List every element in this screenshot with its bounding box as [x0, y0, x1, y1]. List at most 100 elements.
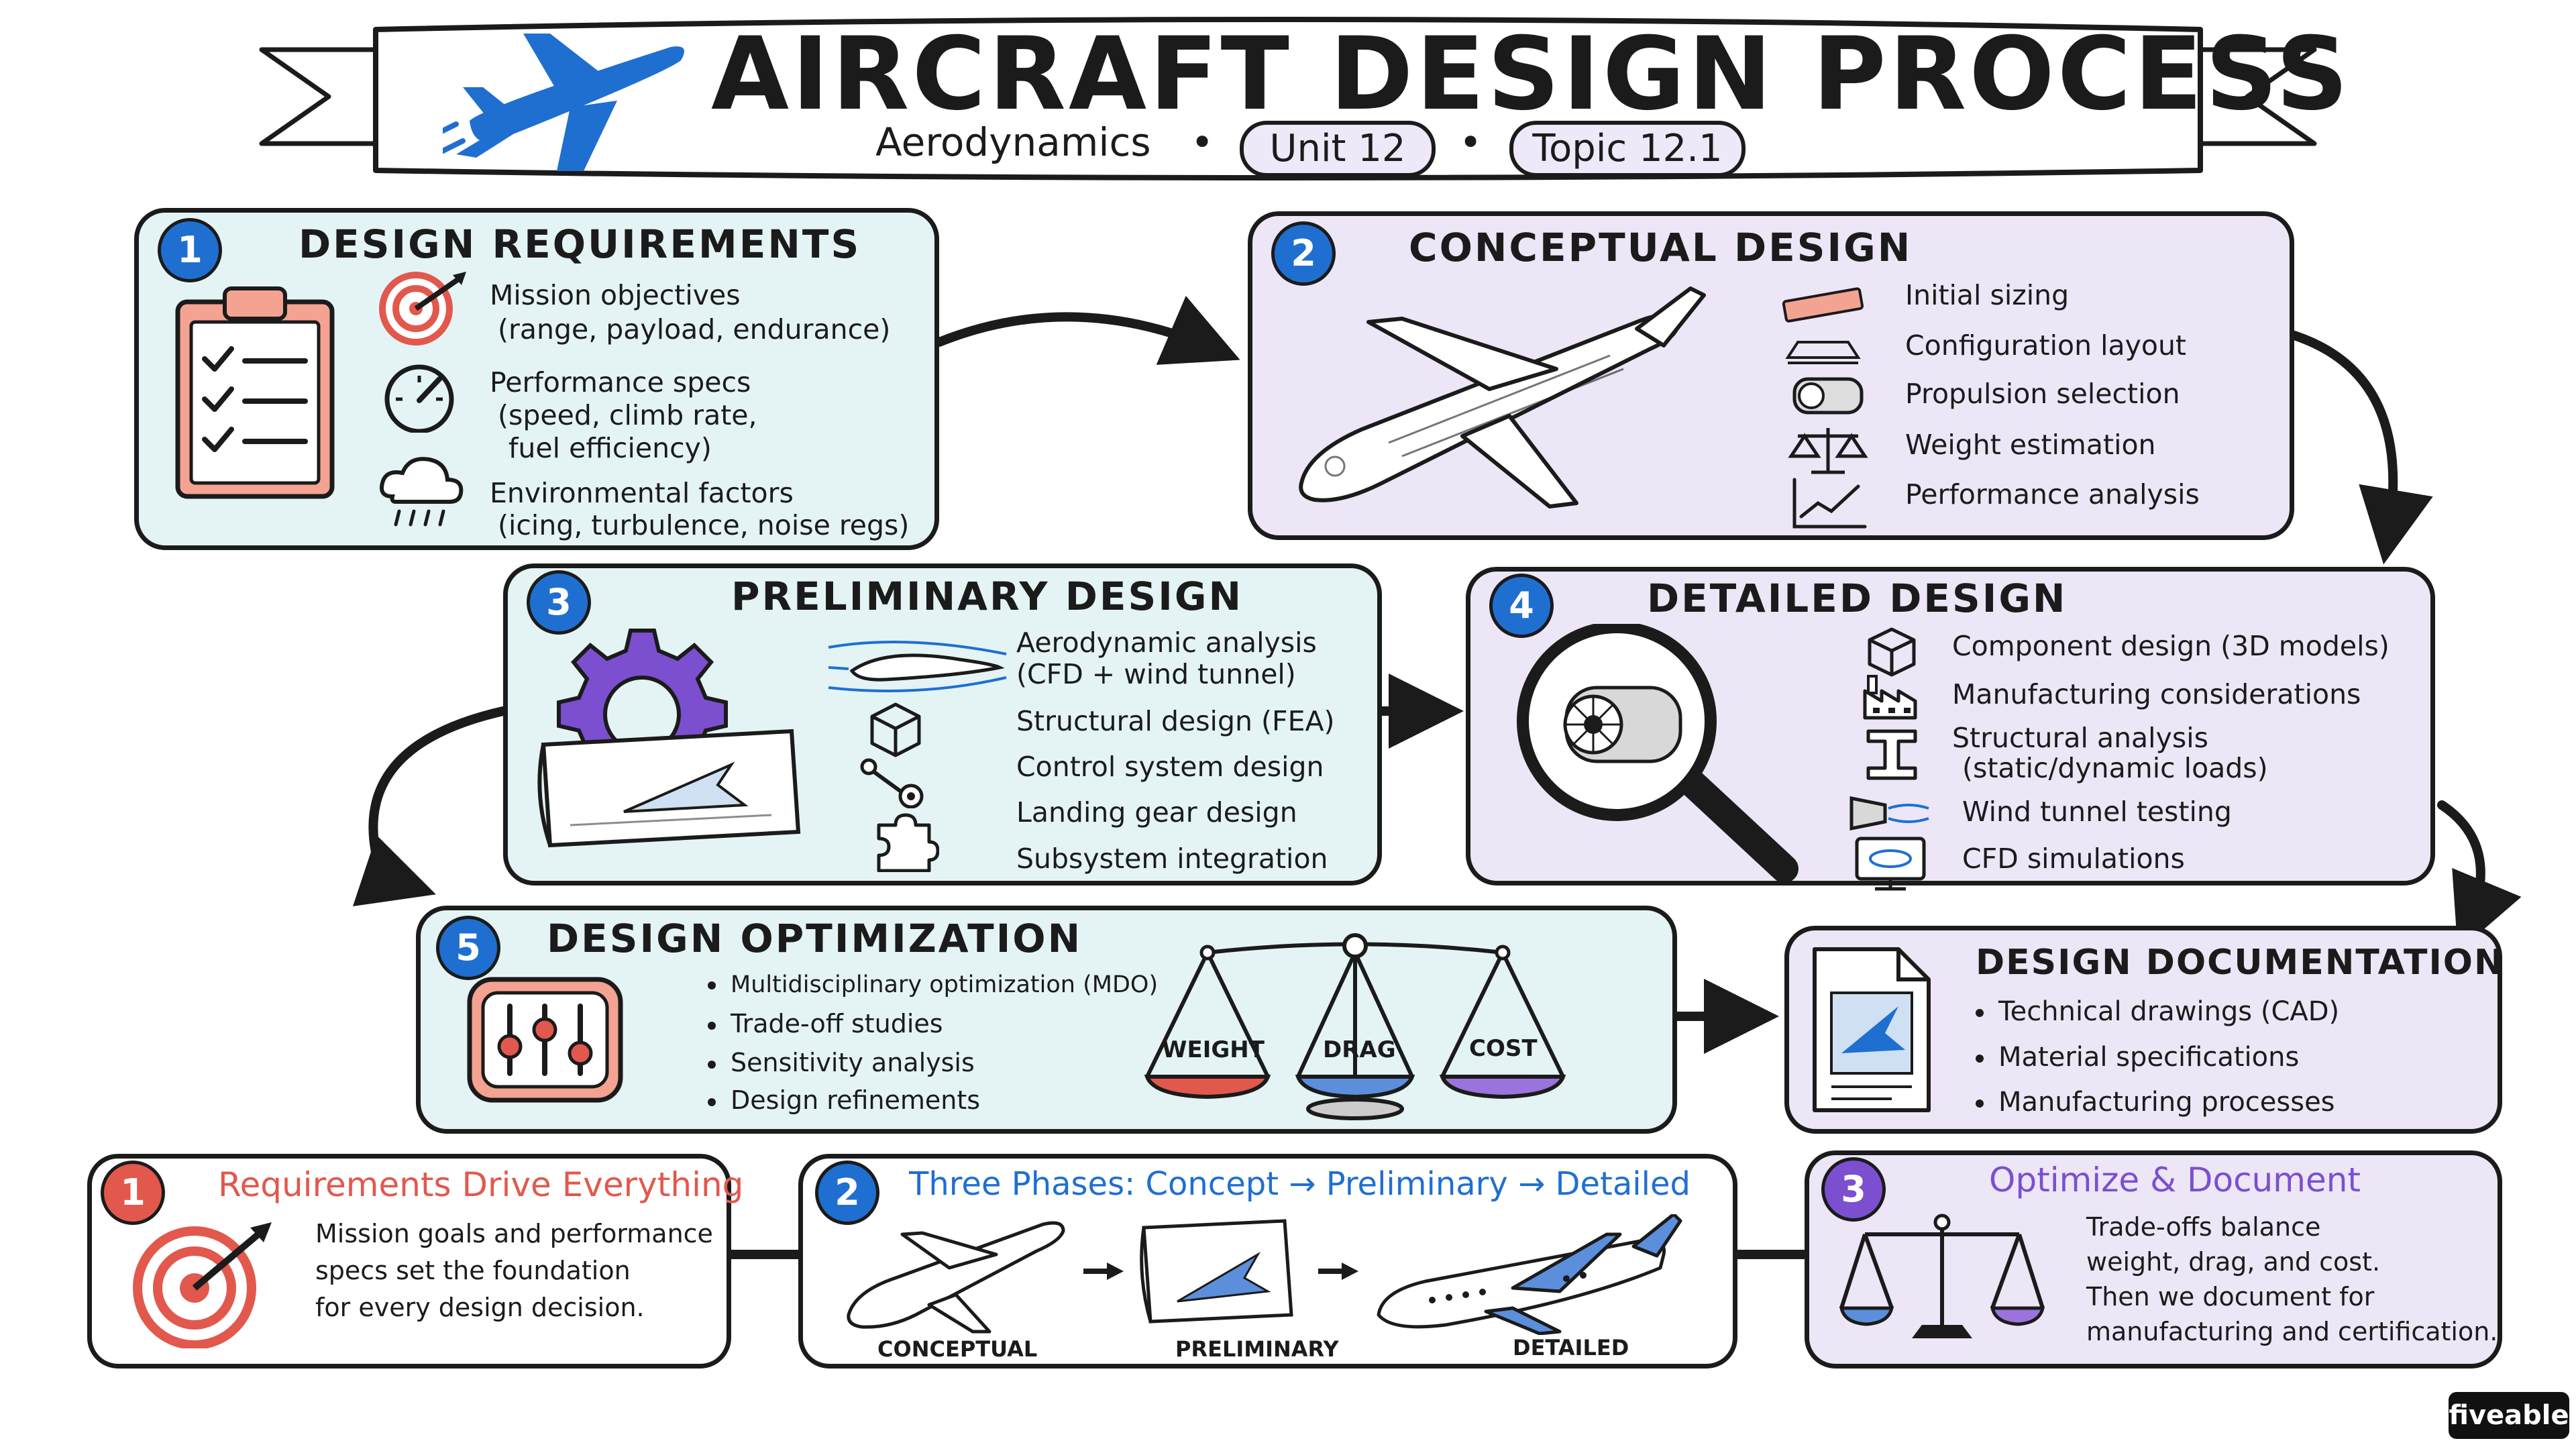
- ruler-icon: [1782, 287, 1864, 323]
- monitor-cfd-icon: [1855, 837, 1926, 891]
- three-phases-illustration: [847, 1214, 1682, 1335]
- cube-3d-icon: [1868, 627, 1916, 677]
- requirement-mission-detail: (range, payload, endurance): [498, 313, 891, 345]
- jet-engine-icon: [1792, 377, 1864, 415]
- takeaway-title: Requirements Drive Everything: [218, 1165, 744, 1204]
- sliders-icon: [467, 977, 623, 1103]
- stage-number-badge: 4: [1489, 574, 1554, 638]
- target-icon: [133, 1222, 272, 1348]
- conceptual-item: Weight estimation: [1905, 429, 2156, 461]
- stage-title: DETAILED DESIGN: [1647, 576, 2068, 621]
- takeaway-text: Trade-offs balance: [2086, 1212, 2321, 1242]
- detailed-item: CFD simulations: [1962, 843, 2185, 875]
- conceptual-item: Propulsion selection: [1905, 378, 2180, 410]
- detailed-item-detail: (static/dynamic loads): [1962, 752, 2268, 784]
- takeaway-text: specs set the foundation: [315, 1256, 631, 1285]
- scale-label-weight: WEIGHT: [1162, 1036, 1265, 1063]
- requirement-environmental-detail: (icing, turbulence, noise regs): [498, 509, 910, 541]
- requirement-performance-detail: (speed, climb rate,: [498, 399, 757, 431]
- takeaway-number-badge: 2: [815, 1161, 879, 1225]
- storm-cloud-icon: [380, 457, 464, 527]
- conceptual-design-card: [1248, 211, 2294, 540]
- preliminary-item: Structural design (FEA): [1016, 705, 1335, 737]
- detailed-item: Manufacturing considerations: [1952, 678, 2361, 710]
- stage-title: DESIGN DOCUMENTATION: [1976, 943, 2505, 983]
- design-optimization-card: [416, 906, 1677, 1134]
- clipboard-checklist-icon: [175, 286, 335, 499]
- wing-layout-icon: [1785, 341, 1861, 364]
- preliminary-item: Subsystem integration: [1016, 843, 1328, 875]
- stage-title: CONCEPTUAL DESIGN: [1409, 225, 1913, 270]
- conceptual-item: Performance analysis: [1905, 478, 2200, 511]
- takeaway-number-badge: 3: [1821, 1157, 1886, 1222]
- subtitle-separator: •: [1191, 119, 1214, 165]
- stage-number-badge: 1: [158, 218, 222, 282]
- wind-tunnel-icon: [1849, 796, 1929, 831]
- conceptual-item: Configuration layout: [1905, 329, 2187, 362]
- scale-label-drag: DRAG: [1323, 1036, 1396, 1063]
- stage-title: PRELIMINARY DESIGN: [731, 574, 1243, 619]
- takeaway-text: manufacturing and certification.: [2086, 1317, 2498, 1346]
- target-icon: [379, 272, 466, 345]
- stage-number-badge: 5: [436, 916, 500, 980]
- stage-title: DESIGN OPTIMIZATION: [547, 916, 1083, 961]
- optimization-item: Multidisciplinary optimization (MDO): [708, 966, 1158, 1004]
- scale-label-cost: COST: [1469, 1035, 1538, 1062]
- topic-badge: Topic 12.1: [1509, 121, 1746, 177]
- preliminary-item: Landing gear design: [1016, 796, 1297, 828]
- takeaway-title: Three Phases: Concept → Preliminary → De…: [909, 1165, 1690, 1203]
- balance-scale-icon: [1839, 1214, 2045, 1338]
- detailed-item: Wind tunnel testing: [1962, 796, 2232, 828]
- takeaway-title: Optimize & Document: [1989, 1161, 2361, 1199]
- detailed-item: Component design (3D models): [1952, 630, 2390, 662]
- unit-badge: Unit 12: [1240, 121, 1436, 177]
- documentation-item: Technical drawings (CAD): [1976, 993, 2339, 1030]
- document-blueprint-icon: [1813, 947, 1931, 1112]
- preliminary-item-detail: (CFD + wind tunnel): [1016, 658, 1296, 690]
- phase-label-detailed: DETAILED: [1513, 1335, 1629, 1360]
- takeaway-text: Mission goals and performance: [315, 1219, 713, 1248]
- documentation-item: Material specifications: [1976, 1038, 2299, 1076]
- brand-logo: fiveable: [2449, 1392, 2569, 1439]
- structure-cube-icon: [870, 702, 921, 757]
- preliminary-item: Aerodynamic analysis: [1016, 627, 1317, 659]
- optimization-item: Design refinements: [708, 1081, 980, 1119]
- requirement-performance-specs: Performance specs: [490, 366, 751, 398]
- trade-off-scale-icon: [1144, 933, 1566, 1120]
- requirement-performance-detail-2: fuel efficiency): [508, 432, 712, 464]
- speedometer-icon: [384, 364, 454, 433]
- documentation-item: Manufacturing processes: [1976, 1083, 2335, 1121]
- stage-number-badge: 2: [1271, 221, 1336, 286]
- stage-title: DESIGN REQUIREMENTS: [299, 221, 861, 267]
- performance-chart-icon: [1792, 478, 1867, 529]
- gear-blueprint-icon: [537, 629, 801, 848]
- takeaway-text: Then we document for: [2086, 1282, 2375, 1311]
- preliminary-item: Control system design: [1016, 751, 1324, 783]
- requirement-environmental-factors: Environmental factors: [490, 477, 794, 509]
- detailed-item: Structural analysis: [1952, 722, 2208, 754]
- factory-icon: [1863, 675, 1917, 720]
- requirement-mission-objectives: Mission objectives: [490, 279, 741, 311]
- puzzle-piece-icon: [877, 813, 939, 872]
- magnifier-engine-icon: [1517, 624, 1799, 883]
- aircraft-sketch-icon: [1299, 286, 1706, 508]
- title-banner: [259, 17, 2317, 180]
- takeaway-text: weight, drag, and cost.: [2086, 1247, 2381, 1277]
- balance-scale-icon: [1788, 428, 1868, 474]
- takeaway-text: for every design decision.: [315, 1293, 645, 1322]
- airplane-logo-icon: [443, 34, 684, 171]
- i-beam-icon: [1866, 729, 1917, 780]
- conceptual-item: Initial sizing: [1905, 279, 2070, 311]
- optimization-item: Trade-off studies: [708, 1005, 943, 1042]
- stage-number-badge: 3: [527, 570, 591, 635]
- subtitle-course: Aerodynamics: [875, 119, 1151, 165]
- phase-label-conceptual: CONCEPTUAL: [877, 1336, 1038, 1362]
- airfoil-flow-icon: [828, 641, 1007, 692]
- optimization-item: Sensitivity analysis: [708, 1044, 975, 1081]
- takeaway-number-badge: 1: [101, 1161, 165, 1225]
- subtitle-separator: •: [1459, 119, 1483, 165]
- phase-label-preliminary: PRELIMINARY: [1175, 1336, 1339, 1362]
- page-title: AIRCRAFT DESIGN PROCESS: [711, 16, 2351, 133]
- control-stick-icon: [860, 758, 924, 808]
